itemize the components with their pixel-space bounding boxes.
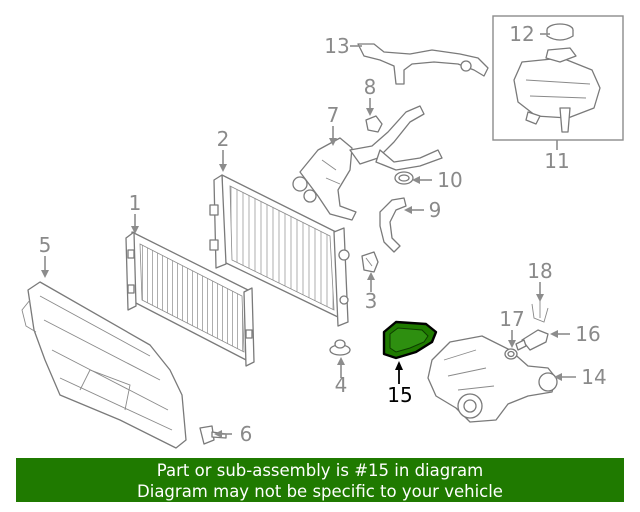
thermostat-housing-part (427, 335, 558, 423)
radiator-part (209, 174, 350, 327)
hose-part (379, 197, 407, 253)
callout-labels: 1 2 3 4 5 6 7 8 9 10 11 12 13 14 15 16 1… (39, 22, 607, 446)
callout-11: 11 (544, 149, 569, 173)
part-info-banner: Part or sub-assembly is #15 in diagram D… (16, 458, 624, 502)
coolant-hose-assembly-part (292, 105, 443, 221)
sensor-part (515, 329, 549, 351)
banner-line-disclaimer: Diagram may not be specific to your vehi… (137, 482, 503, 501)
callout-7: 7 (327, 103, 340, 127)
callout-12: 12 (509, 22, 534, 46)
cap-part (546, 23, 574, 41)
callout-5: 5 (39, 233, 52, 257)
retaining-clip-part (531, 300, 549, 323)
callout-9: 9 (429, 198, 442, 222)
gasket-part-highlighted (382, 320, 438, 360)
callout-6: 6 (240, 422, 253, 446)
grommet-part (329, 339, 351, 356)
bracket-part (361, 251, 379, 273)
callout-4: 4 (335, 373, 348, 397)
callout-15-highlighted: 15 (387, 383, 412, 407)
callout-17: 17 (499, 307, 524, 331)
seal-part (394, 171, 414, 185)
fan-shroud-part (21, 281, 187, 449)
callout-8: 8 (364, 75, 377, 99)
upper-hose-part (357, 43, 489, 85)
callout-16: 16 (575, 322, 600, 346)
condenser-part (125, 231, 255, 367)
leader-lines (41, 33, 576, 438)
callout-14: 14 (581, 365, 606, 389)
callout-13: 13 (324, 34, 349, 58)
clamp-part (365, 115, 383, 133)
callout-3: 3 (365, 289, 378, 313)
o-ring-part (504, 348, 518, 360)
bolt-part (199, 425, 227, 445)
callout-1: 1 (129, 191, 142, 215)
callout-10: 10 (437, 168, 462, 192)
banner-line-part-number: Part or sub-assembly is #15 in diagram (156, 461, 484, 480)
callout-2: 2 (217, 127, 230, 151)
callout-18: 18 (527, 259, 552, 283)
